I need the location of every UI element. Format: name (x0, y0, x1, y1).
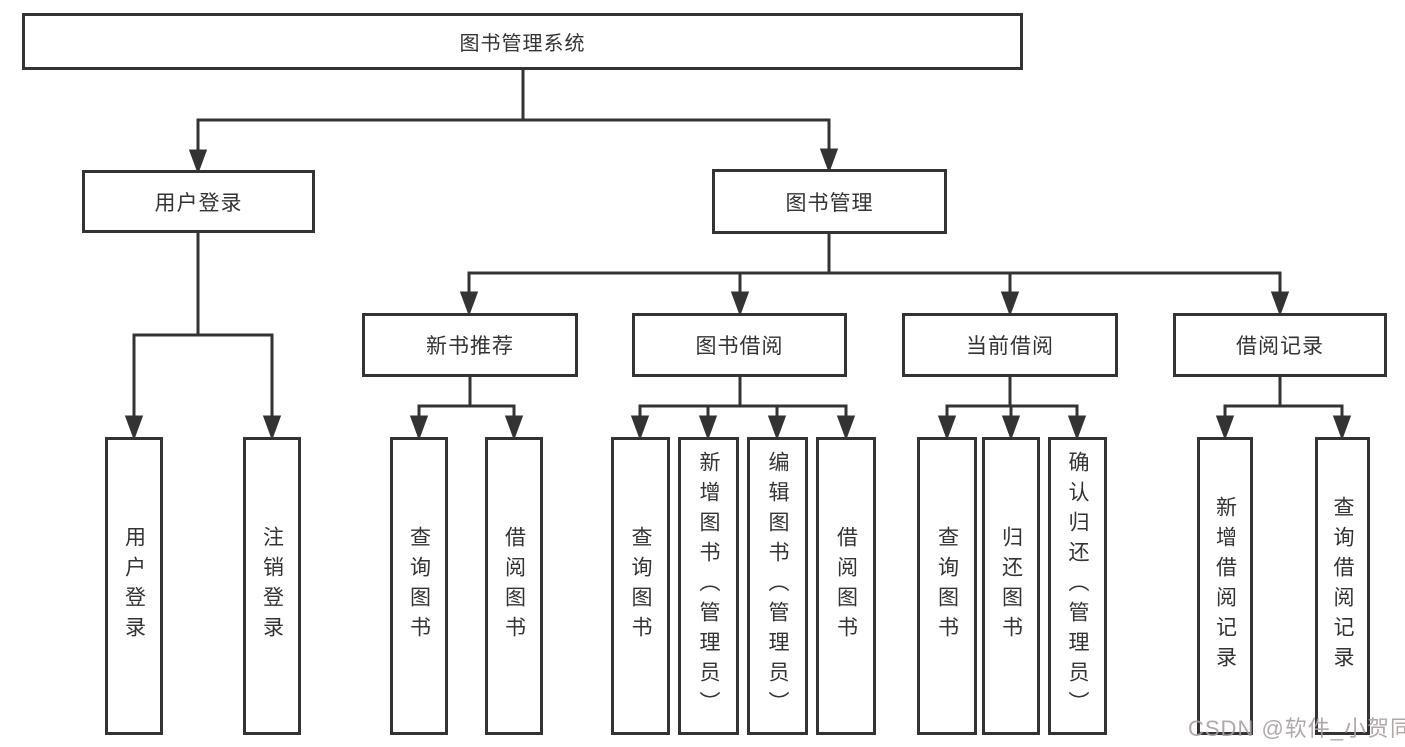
node-label: 图书管理系统 (459, 33, 586, 55)
leaf-user-login: 用户登录 (105, 437, 163, 735)
connector-current-borrowing-to-leaves (937, 375, 1087, 441)
node-current-borrowing: 当前借阅 (902, 313, 1118, 377)
leaf-label: 用户登录 (122, 526, 146, 646)
leaf-query-books-recommend: 查询图书 (390, 437, 448, 735)
node-label: 借阅记录 (1236, 335, 1324, 358)
leaf-label: 借阅图书 (502, 526, 526, 646)
leaf-add-books-admin: 新增图书（管理员） (678, 437, 739, 735)
node-label: 图书管理 (785, 191, 874, 215)
leaf-label: 新增借阅记录 (1213, 496, 1237, 676)
connector-book-borrowing-to-leaves (630, 375, 856, 441)
leaf-edit-books-admin: 编辑图书（管理员） (747, 437, 808, 735)
node-user-login: 用户登录 (82, 170, 315, 233)
node-book-management: 图书管理 (712, 169, 947, 234)
connector-root-to-level2 (188, 67, 839, 175)
leaf-query-books-current: 查询图书 (917, 437, 977, 735)
node-label: 新书推荐 (426, 335, 514, 358)
leaf-confirm-return-admin: 确认归还（管理员） (1048, 437, 1107, 735)
leaf-label: 查询图书 (629, 526, 652, 646)
leaf-label: 新增图书（管理员） (697, 451, 720, 721)
leaf-label: 确认归还（管理员） (1066, 451, 1089, 721)
node-borrowing-records: 借阅记录 (1173, 313, 1387, 377)
leaf-label: 查询图书 (935, 526, 959, 646)
node-new-book-recommendation: 新书推荐 (362, 313, 578, 377)
node-book-borrowing: 图书借阅 (632, 313, 847, 377)
connector-user-login-to-leaves (124, 231, 282, 441)
leaf-add-borrow-record: 新增借阅记录 (1197, 437, 1253, 735)
connector-borrow-records-to-leaves (1215, 375, 1352, 441)
leaf-query-books-borrowing: 查询图书 (611, 437, 670, 735)
leaf-return-books: 归还图书 (982, 437, 1040, 735)
connector-new-book-to-leaves (409, 375, 524, 441)
leaf-borrow-books: 借阅图书 (816, 437, 876, 735)
leaf-label: 归还图书 (999, 526, 1023, 646)
node-label: 图书借阅 (695, 335, 784, 358)
node-library-management-system: 图书管理系统 (22, 13, 1023, 70)
leaf-label: 注销登录 (260, 526, 284, 646)
node-label: 当前借阅 (966, 335, 1054, 358)
leaf-label: 查询图书 (407, 526, 431, 646)
leaf-logout: 注销登录 (243, 437, 301, 735)
leaf-label: 查询借阅记录 (1331, 496, 1354, 676)
leaf-query-borrow-record: 查询借阅记录 (1315, 437, 1370, 735)
leaf-borrow-books-recommend: 借阅图书 (485, 437, 543, 735)
csdn-watermark: CSDN @软件_小贺同学 (1188, 716, 1405, 741)
node-label: 用户登录 (154, 191, 243, 215)
leaf-label: 借阅图书 (834, 526, 858, 646)
leaf-label: 编辑图书（管理员） (766, 451, 789, 721)
connector-book-management-to-level3 (459, 232, 1290, 317)
